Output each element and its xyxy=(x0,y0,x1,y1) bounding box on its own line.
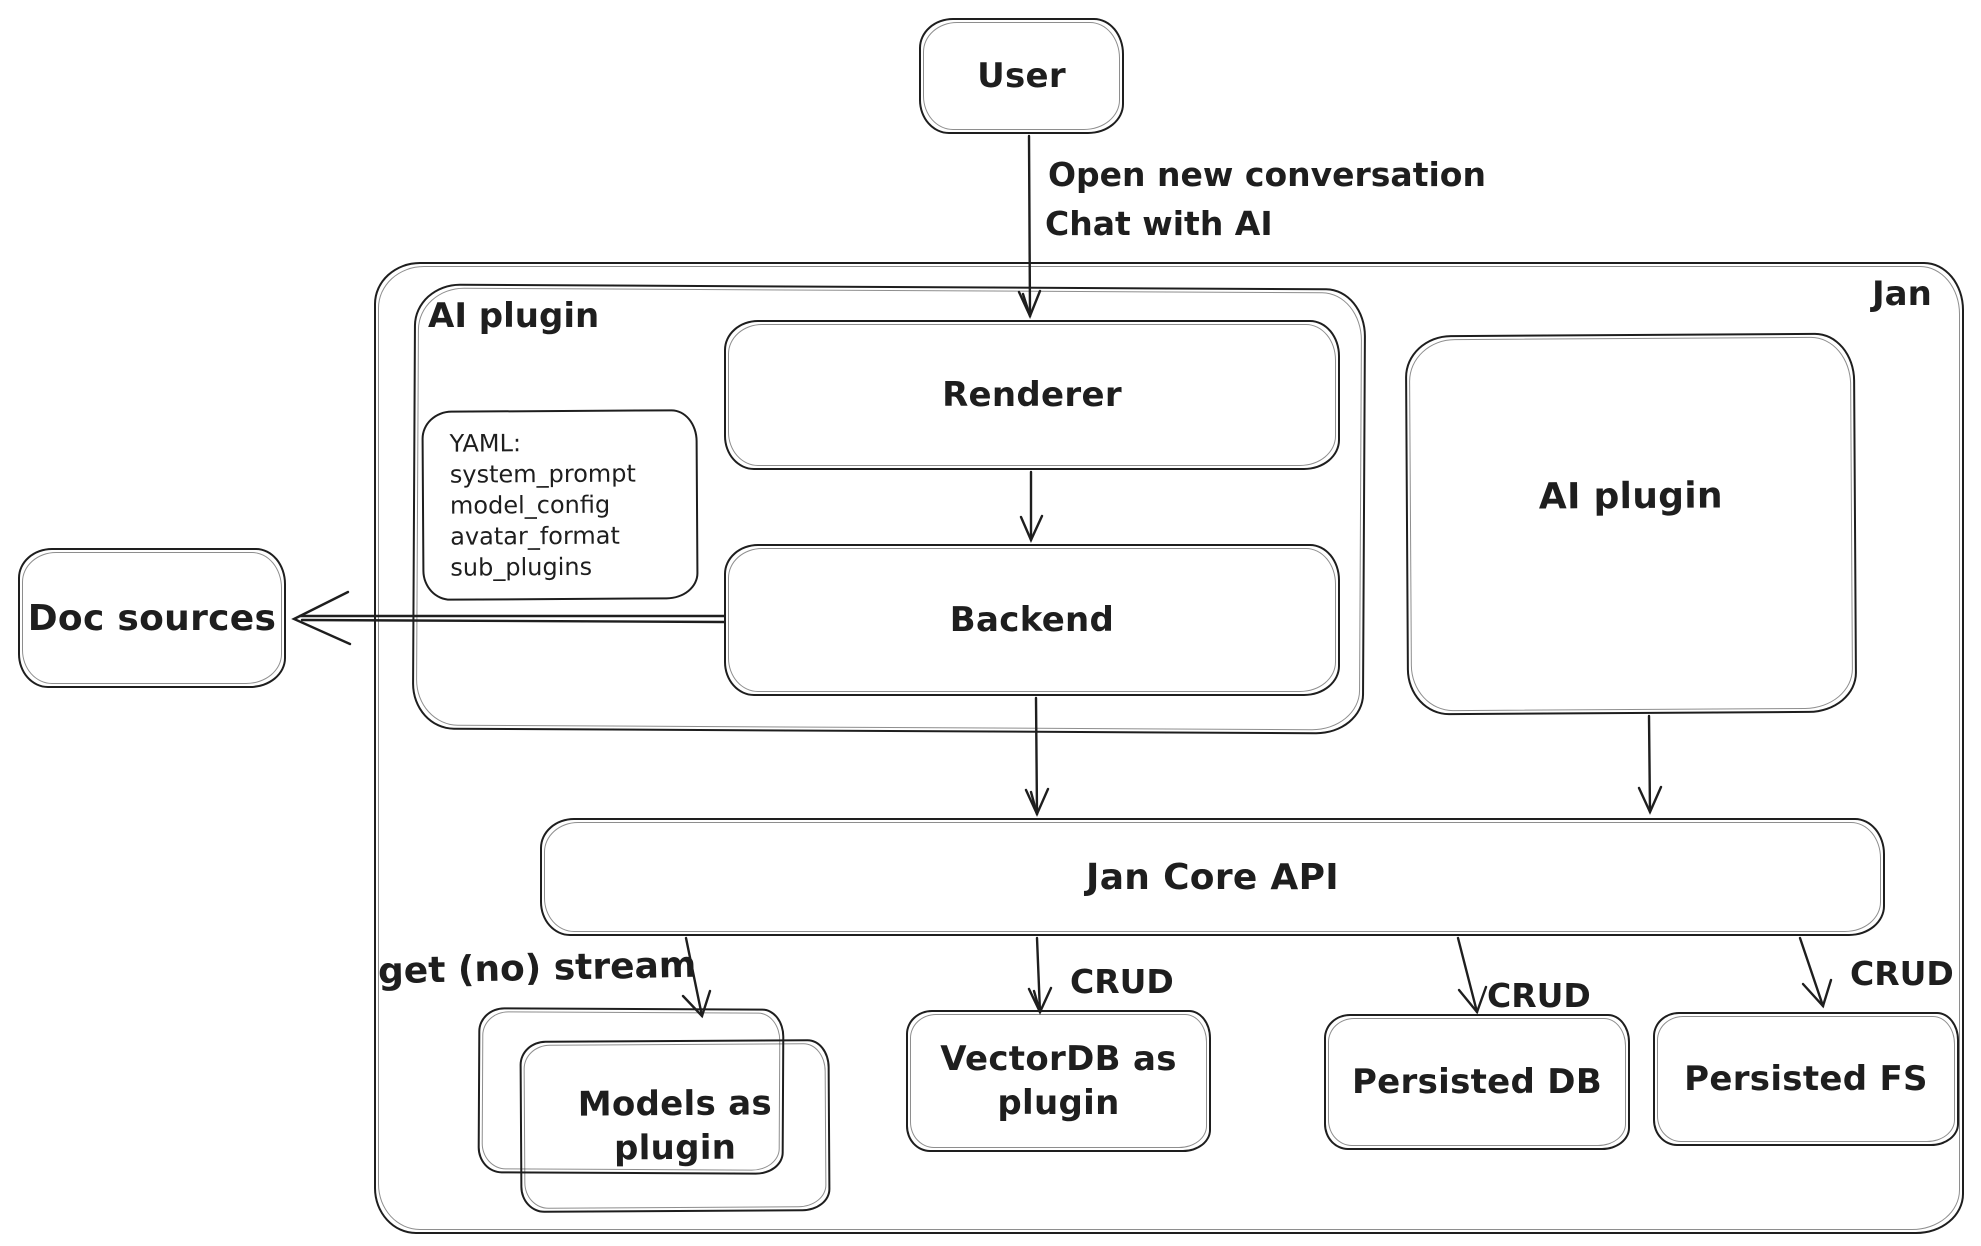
user-node: User xyxy=(919,18,1124,134)
edge-label-crud-db: CRUD xyxy=(1487,976,1591,1015)
vectordb-plugin-node: VectorDB as plugin xyxy=(906,1010,1211,1152)
edge-label-get-no-stream: get (no) stream xyxy=(377,944,697,993)
yaml-note-line: sub_plugins xyxy=(450,552,593,582)
yaml-note-line: model_config xyxy=(449,490,611,520)
backend-node-label: Backend xyxy=(949,600,1115,640)
yaml-note-line: avatar_format xyxy=(450,521,620,551)
yaml-note-line: system_prompt xyxy=(449,459,636,489)
persisted-fs-node: Persisted FS xyxy=(1653,1012,1959,1146)
renderer-node: Renderer xyxy=(724,320,1340,470)
jan-container-label: Jan xyxy=(1872,274,1932,314)
backend-node: Backend xyxy=(724,544,1340,696)
persisted-fs-node-label: Persisted FS xyxy=(1684,1059,1928,1099)
edge-label-chat-with-ai: Chat with AI xyxy=(1045,204,1273,243)
ai-plugin-node: AI plugin xyxy=(1404,332,1858,716)
edge-label-crud-fs: CRUD xyxy=(1850,954,1954,993)
ai-plugin-container-label: AI plugin xyxy=(428,296,600,336)
doc-sources-node: Doc sources xyxy=(18,548,286,688)
renderer-node-label: Renderer xyxy=(942,375,1122,415)
persisted-db-node: Persisted DB xyxy=(1324,1014,1630,1150)
edge-label-open-conversation: Open new conversation xyxy=(1048,155,1486,194)
models-plugin-node-label: Models as plugin xyxy=(577,1083,773,1169)
ai-plugin-node-label: AI plugin xyxy=(1538,475,1723,518)
jan-core-api-node: Jan Core API xyxy=(540,818,1885,936)
edge-label-crud-vectordb: CRUD xyxy=(1070,962,1174,1001)
jan-container xyxy=(374,262,1964,1234)
yaml-note-line: YAML: xyxy=(449,429,522,458)
yaml-note: YAML: system_prompt model_config avatar_… xyxy=(421,409,699,601)
vectordb-plugin-node-label: VectorDB as plugin xyxy=(940,1039,1177,1123)
models-plugin-node: Models as plugin xyxy=(519,1039,831,1213)
jan-core-api-node-label: Jan Core API xyxy=(1086,856,1339,898)
doc-sources-node-label: Doc sources xyxy=(27,597,277,639)
persisted-db-node-label: Persisted DB xyxy=(1351,1062,1603,1102)
user-node-label: User xyxy=(977,56,1066,96)
